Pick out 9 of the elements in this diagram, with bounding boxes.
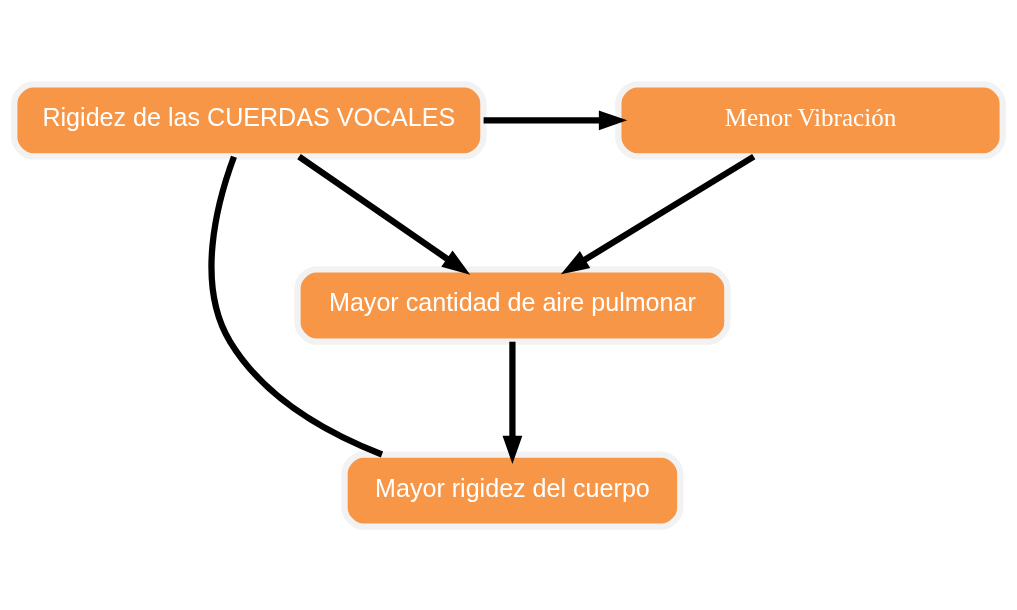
connector [208, 155, 384, 457]
node-box: Menor Vibración [615, 80, 1006, 160]
arrow [297, 153, 471, 275]
node-box: Rigidez de las CUERDAS VOCALES [11, 80, 487, 160]
node-box: Mayor rigidez del cuerpo [341, 450, 684, 530]
node-box: Mayor cantidad de aire pulmonar [294, 265, 731, 345]
arrow [560, 153, 756, 274]
arrow [483, 109, 628, 130]
arrow [502, 341, 523, 464]
